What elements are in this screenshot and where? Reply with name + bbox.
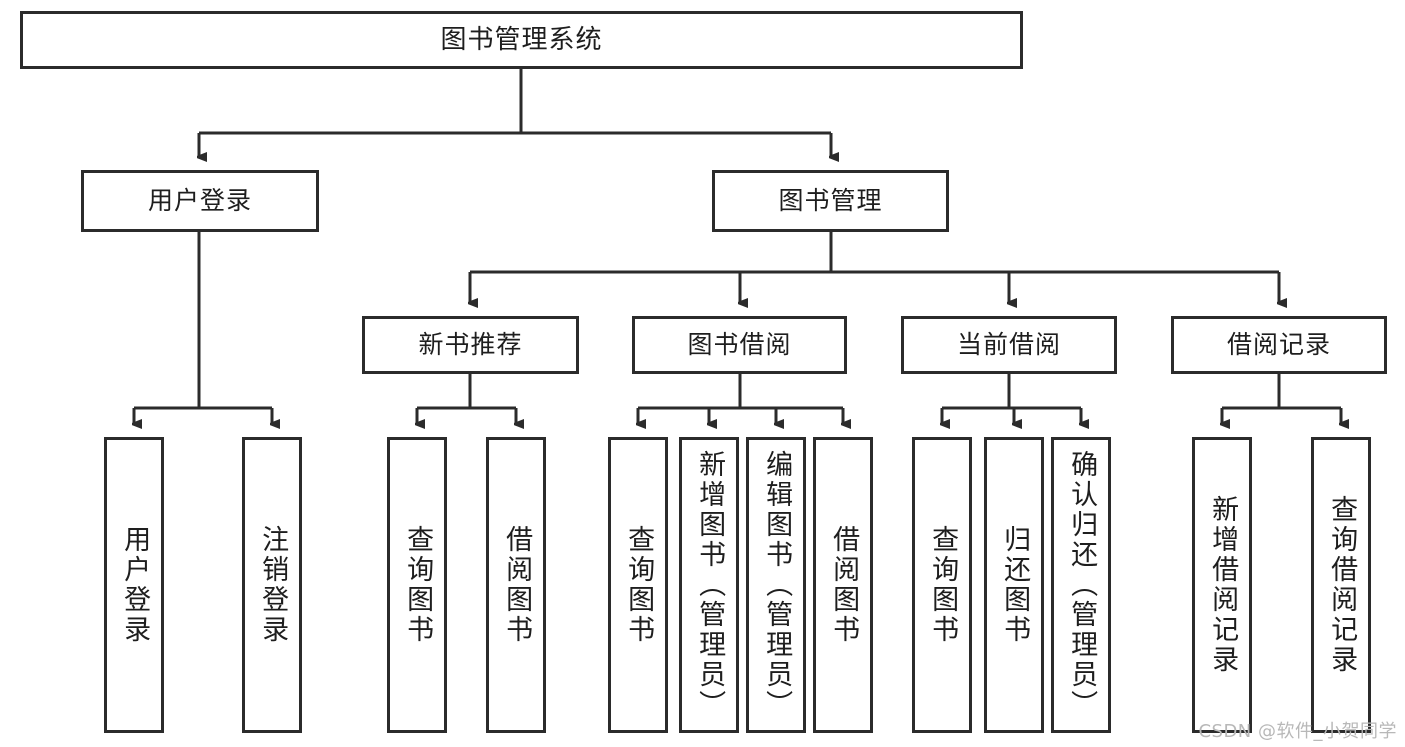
node-label: 图书借阅 xyxy=(687,330,792,360)
node-label: 确认归还（管理员） xyxy=(1066,450,1098,720)
node-label: 用户登录 xyxy=(147,186,252,216)
node-leaf-edit-book-admin[interactable]: 编辑图书（管理员） xyxy=(746,437,806,733)
node-label: 借阅图书 xyxy=(828,525,860,645)
node-label: 借阅图书 xyxy=(501,525,533,645)
node-book-borrow[interactable]: 图书借阅 xyxy=(632,316,847,374)
node-root-system[interactable]: 图书管理系统 xyxy=(20,11,1023,69)
node-user-login[interactable]: 用户登录 xyxy=(81,170,319,232)
node-new-book-recommend[interactable]: 新书推荐 xyxy=(362,316,579,374)
node-leaf-borrow-book-1[interactable]: 借阅图书 xyxy=(486,437,546,733)
node-leaf-add-borrow-record[interactable]: 新增借阅记录 xyxy=(1192,437,1252,733)
node-label: 新书推荐 xyxy=(418,330,523,360)
node-label: 借阅记录 xyxy=(1226,330,1331,360)
node-leaf-logout-login[interactable]: 注销登录 xyxy=(242,437,302,733)
node-label: 新增借阅记录 xyxy=(1207,495,1239,675)
node-label: 新增图书（管理员） xyxy=(694,450,726,720)
node-label: 查询图书 xyxy=(402,525,434,645)
node-leaf-query-book-2[interactable]: 查询图书 xyxy=(608,437,668,733)
node-leaf-return-book[interactable]: 归还图书 xyxy=(984,437,1044,733)
node-leaf-query-borrow-record[interactable]: 查询借阅记录 xyxy=(1311,437,1371,733)
node-leaf-query-book-1[interactable]: 查询图书 xyxy=(387,437,447,733)
node-label: 查询图书 xyxy=(623,525,655,645)
node-label: 归还图书 xyxy=(999,525,1031,645)
node-current-borrow[interactable]: 当前借阅 xyxy=(901,316,1117,374)
node-label: 编辑图书（管理员） xyxy=(761,450,793,720)
node-leaf-borrow-book-2[interactable]: 借阅图书 xyxy=(813,437,873,733)
node-leaf-add-book-admin[interactable]: 新增图书（管理员） xyxy=(679,437,739,733)
node-label: 用户登录 xyxy=(119,525,151,645)
watermark-text: CSDN @软件_小贺同学 xyxy=(1198,721,1397,742)
node-label: 图书管理系统 xyxy=(440,24,603,55)
node-label: 查询图书 xyxy=(927,525,959,645)
node-leaf-user-login[interactable]: 用户登录 xyxy=(104,437,164,733)
node-book-management[interactable]: 图书管理 xyxy=(712,170,949,232)
node-label: 图书管理 xyxy=(778,186,883,216)
node-leaf-confirm-return-admin[interactable]: 确认归还（管理员） xyxy=(1051,437,1111,733)
node-leaf-query-book-3[interactable]: 查询图书 xyxy=(912,437,972,733)
node-borrow-record[interactable]: 借阅记录 xyxy=(1171,316,1387,374)
node-label: 当前借阅 xyxy=(956,330,1061,360)
node-label: 注销登录 xyxy=(257,525,289,645)
node-label: 查询借阅记录 xyxy=(1326,495,1358,675)
